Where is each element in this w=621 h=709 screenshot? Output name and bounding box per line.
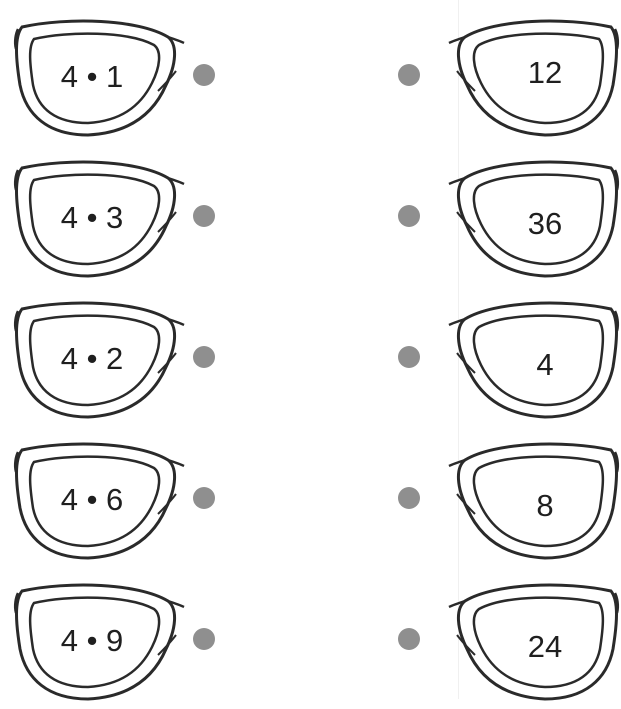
glasses-left-lens-icon: 4 • 3: [8, 156, 188, 286]
glasses-right-lens-icon: 12: [445, 15, 621, 145]
glasses-right-lens-icon: 4: [445, 297, 621, 427]
glasses-right-lens-icon: 8: [445, 438, 621, 568]
glasses-left-lens-icon: 4 • 2: [8, 297, 188, 427]
match-row: 4 • 9 24: [0, 579, 621, 709]
glasses-right-lens-icon: 36: [445, 156, 621, 286]
glasses-left-lens-icon: 4 • 1: [8, 15, 188, 145]
right-match-dot[interactable]: [398, 628, 420, 650]
left-match-dot[interactable]: [193, 64, 215, 86]
left-match-dot[interactable]: [193, 205, 215, 227]
expression-label: 4 • 3: [61, 200, 124, 236]
expression-label: 4 • 9: [61, 623, 124, 659]
left-match-dot[interactable]: [193, 628, 215, 650]
answer-label: 36: [528, 206, 562, 242]
glasses-right-lens-icon: 24: [445, 579, 621, 709]
answer-label: 24: [528, 629, 562, 665]
right-match-dot[interactable]: [398, 346, 420, 368]
match-row: 4 • 3 36: [0, 156, 621, 286]
match-row: 4 • 1 12: [0, 15, 621, 145]
glasses-left-lens-icon: 4 • 6: [8, 438, 188, 568]
left-match-dot[interactable]: [193, 487, 215, 509]
expression-label: 4 • 2: [61, 341, 124, 377]
right-match-dot[interactable]: [398, 205, 420, 227]
right-match-dot[interactable]: [398, 487, 420, 509]
answer-label: 8: [536, 488, 553, 524]
match-row: 4 • 2 4: [0, 297, 621, 427]
match-row: 4 • 6 8: [0, 438, 621, 568]
answer-label: 12: [528, 55, 562, 91]
left-match-dot[interactable]: [193, 346, 215, 368]
glasses-left-lens-icon: 4 • 9: [8, 579, 188, 709]
expression-label: 4 • 1: [61, 59, 124, 95]
expression-label: 4 • 6: [61, 482, 124, 518]
answer-label: 4: [536, 347, 553, 383]
right-match-dot[interactable]: [398, 64, 420, 86]
